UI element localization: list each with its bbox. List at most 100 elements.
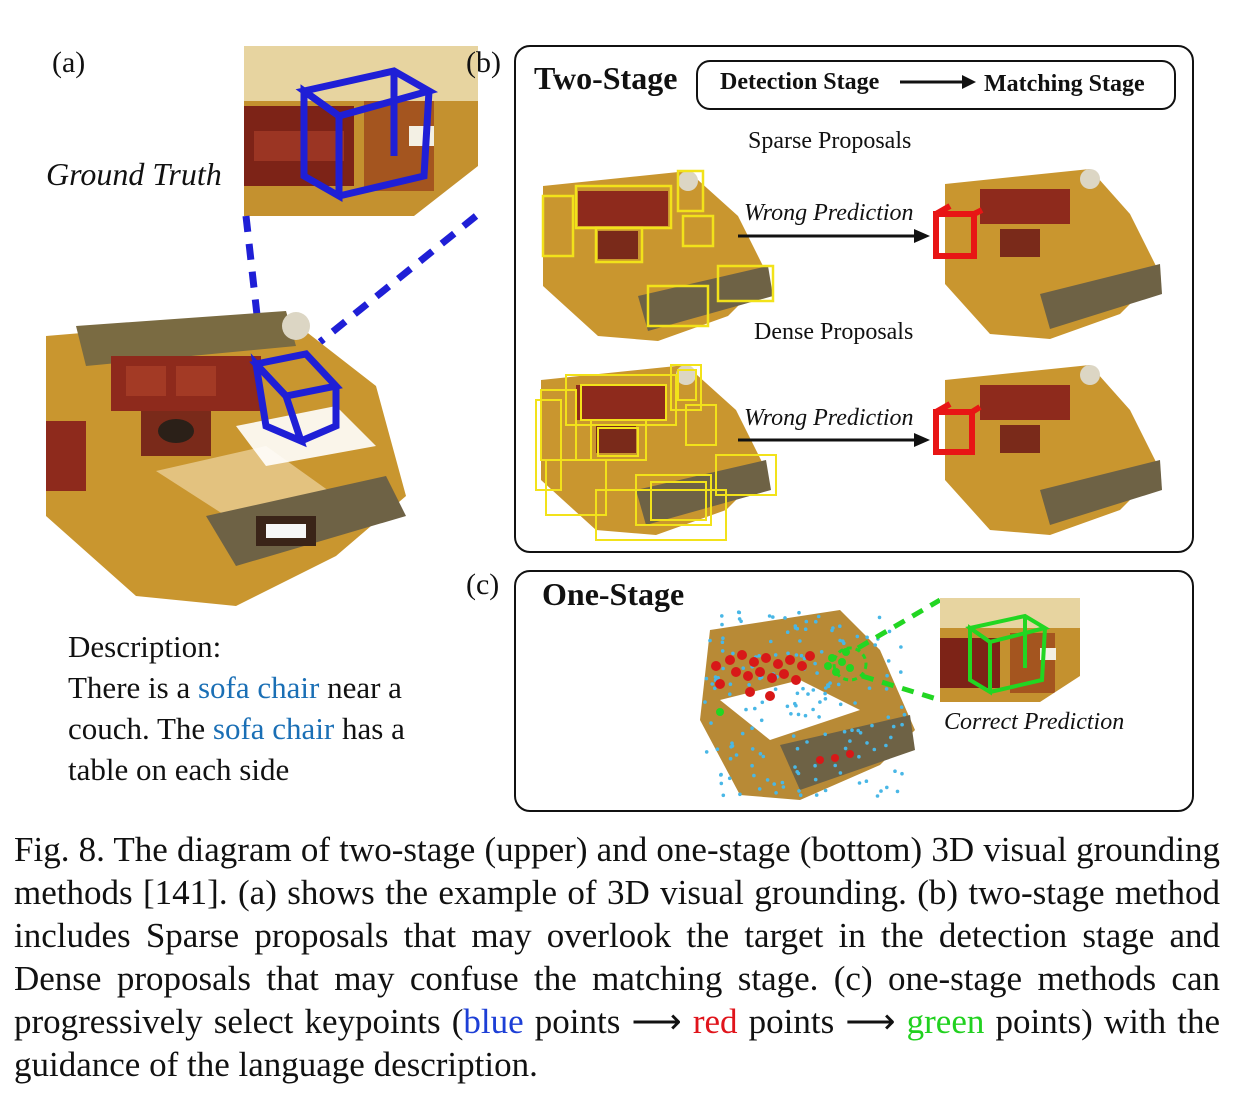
blue-keypoint	[828, 681, 832, 685]
desc-text-3: couch. The	[68, 711, 213, 746]
blue-keypoint	[806, 692, 810, 696]
ground-truth-zoom-image	[244, 46, 478, 216]
green-keypoints	[716, 648, 854, 716]
blue-keypoint	[884, 743, 888, 748]
blue-keypoint	[757, 654, 761, 658]
blue-keypoint	[783, 616, 787, 620]
blue-keypoint	[813, 763, 817, 768]
blue-keypoint	[870, 723, 874, 728]
blue-keypoint	[771, 615, 775, 619]
blue-keypoint	[730, 744, 735, 748]
blue-keypoint	[811, 707, 815, 712]
blue-keypoint	[713, 686, 717, 691]
blue-keypoint	[720, 614, 724, 618]
blue-keypoint	[842, 729, 847, 734]
caption-text-2: points ⟶	[523, 1002, 693, 1041]
blue-keypoint	[885, 673, 889, 678]
desc-text-1: There is a	[68, 670, 198, 705]
panel-a-label: (a)	[52, 46, 86, 79]
blue-keypoint	[811, 688, 816, 692]
blue-keypoint	[889, 735, 893, 740]
blue-keypoint	[816, 614, 821, 619]
blue-keypoint	[865, 635, 869, 640]
blue-keypoint	[781, 785, 786, 789]
blue-keypoint	[838, 702, 843, 707]
blue-keypoint	[887, 629, 892, 634]
blue-keypoint	[757, 787, 762, 791]
highlight-sofa-chair-1: sofa chair	[197, 670, 320, 705]
blue-keypoint	[803, 627, 808, 631]
blue-keypoint	[796, 712, 801, 717]
blue-keypoint	[853, 701, 857, 705]
blue-keypoint	[801, 686, 805, 691]
blue-keypoint	[761, 754, 766, 759]
figure-caption: Fig. 8. The diagram of two-stage (upper)…	[14, 828, 1220, 1086]
blue-keypoint	[715, 747, 720, 751]
keypoint-scene	[700, 610, 915, 800]
stage-arrow	[900, 75, 976, 89]
wrong-prediction-sparse: Wrong Prediction	[744, 200, 914, 226]
blue-keypoint	[856, 728, 860, 733]
room-scene-ground-truth	[46, 311, 406, 606]
blue-keypoint	[793, 626, 798, 630]
stage-flow-pill	[696, 60, 1176, 110]
blue-keypoint	[720, 640, 725, 644]
blue-keypoint	[795, 770, 799, 774]
desc-text-4: has a	[334, 711, 405, 746]
correct-prediction-zoom	[940, 598, 1080, 702]
blue-keypoint	[842, 641, 846, 645]
blue-keypoint	[703, 700, 707, 704]
blue-keypoint	[814, 793, 819, 797]
blue-keypoint	[786, 651, 790, 656]
blue-keypoint	[740, 731, 745, 736]
blue-keypoint	[814, 619, 818, 624]
blue-keypoint	[838, 771, 843, 775]
blue-keypoint	[720, 622, 724, 627]
blue-keypoint	[713, 675, 718, 679]
caption-text-1: Fig. 8. The diagram of two-stage (upper)…	[14, 830, 1220, 1041]
dense-proposals-label: Dense Proposals	[754, 319, 914, 345]
description-line-1: There is a sofa chair near a	[68, 667, 468, 708]
blue-keypoint	[773, 687, 778, 691]
blue-keypoint	[793, 701, 797, 706]
blue-keypoint	[773, 653, 778, 657]
sparse-arrow	[738, 229, 930, 243]
panel-b-label: (b)	[466, 46, 501, 79]
blue-keypoint	[791, 734, 796, 738]
blue-keypoint	[805, 740, 809, 744]
highlight-sofa-chair-2: sofa chair	[212, 711, 335, 746]
blue-keypoint	[824, 686, 828, 690]
blue-keypoint	[850, 728, 854, 732]
blue-keypoint	[873, 643, 877, 647]
blue-keypoint	[738, 792, 742, 797]
blue-keypoint	[833, 763, 837, 768]
blue-keypoint	[794, 653, 799, 657]
caption-red: red	[692, 1002, 738, 1041]
blue-keypoint	[719, 781, 724, 786]
sparse-proposals-scene	[541, 169, 775, 341]
detection-stage-label: Detection Stage	[720, 69, 880, 95]
blue-keypoint	[760, 700, 765, 705]
blue-keypoint	[872, 747, 877, 752]
blue-keypoint	[864, 779, 869, 783]
blue-keypoint	[708, 638, 712, 643]
description-line-2: couch. The sofa chair has a	[68, 708, 468, 749]
wrong-prediction-dense: Wrong Prediction	[744, 405, 914, 431]
blue-keypoint	[793, 765, 797, 769]
blue-keypoint	[785, 630, 790, 634]
blue-keypoint	[789, 712, 793, 716]
blue-keypoint	[857, 781, 862, 785]
blue-keypoint	[867, 686, 872, 690]
blue-keypoint	[780, 780, 785, 785]
blue-keypoint	[813, 661, 817, 666]
blue-keypoint	[799, 653, 804, 658]
two-stage-title: Two-Stage	[534, 60, 678, 96]
blue-keypoint	[823, 788, 828, 793]
correct-prediction-label: Correct Prediction	[944, 709, 1125, 735]
blue-keypoint	[750, 726, 754, 730]
blue-keypoint	[767, 614, 772, 618]
blue-keypoints	[703, 610, 907, 798]
sparse-proposals-label: Sparse Proposals	[748, 128, 912, 154]
caption-text-3: points ⟶	[737, 1002, 907, 1041]
blue-keypoint	[838, 638, 842, 643]
